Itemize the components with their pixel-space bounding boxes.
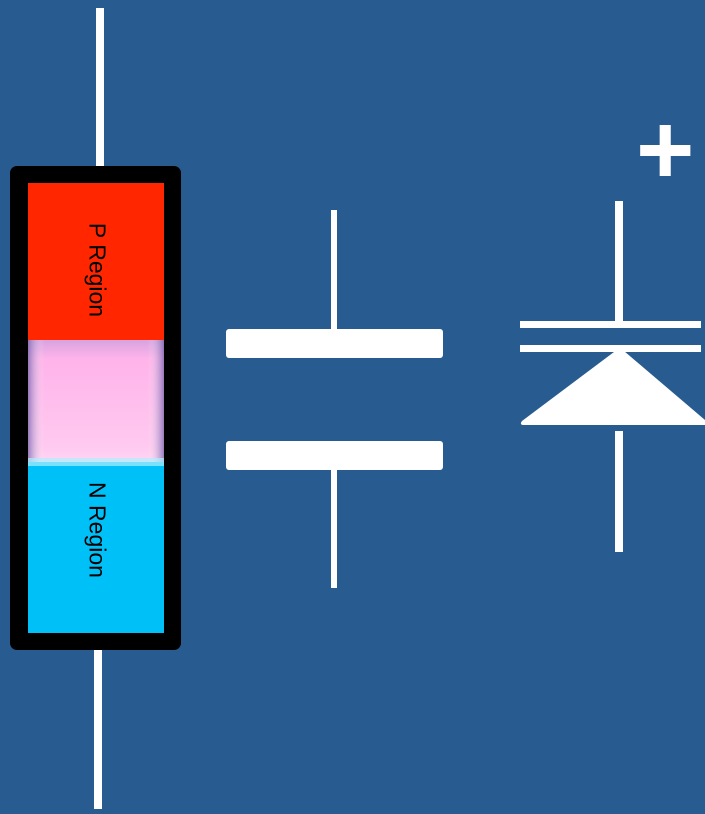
pn-junction-diode [10, 8, 181, 809]
capacitor-bottom-plate [226, 441, 443, 470]
p-region [28, 183, 164, 343]
depletion-region-shading [28, 340, 164, 464]
n-region [28, 462, 164, 633]
capacitor-top-plate [226, 329, 443, 358]
varactor-symbol [520, 201, 705, 552]
n-region-label: N Region [84, 482, 111, 578]
varactor-plate-1 [520, 321, 701, 328]
p-region-label: P Region [84, 222, 111, 318]
capacitor-symbol [226, 210, 443, 588]
polarity-plus-sign: + [636, 94, 695, 206]
varactor-plate-2 [520, 345, 701, 352]
n-region-top-glow [28, 458, 164, 466]
varactor-triangle [520, 348, 705, 425]
